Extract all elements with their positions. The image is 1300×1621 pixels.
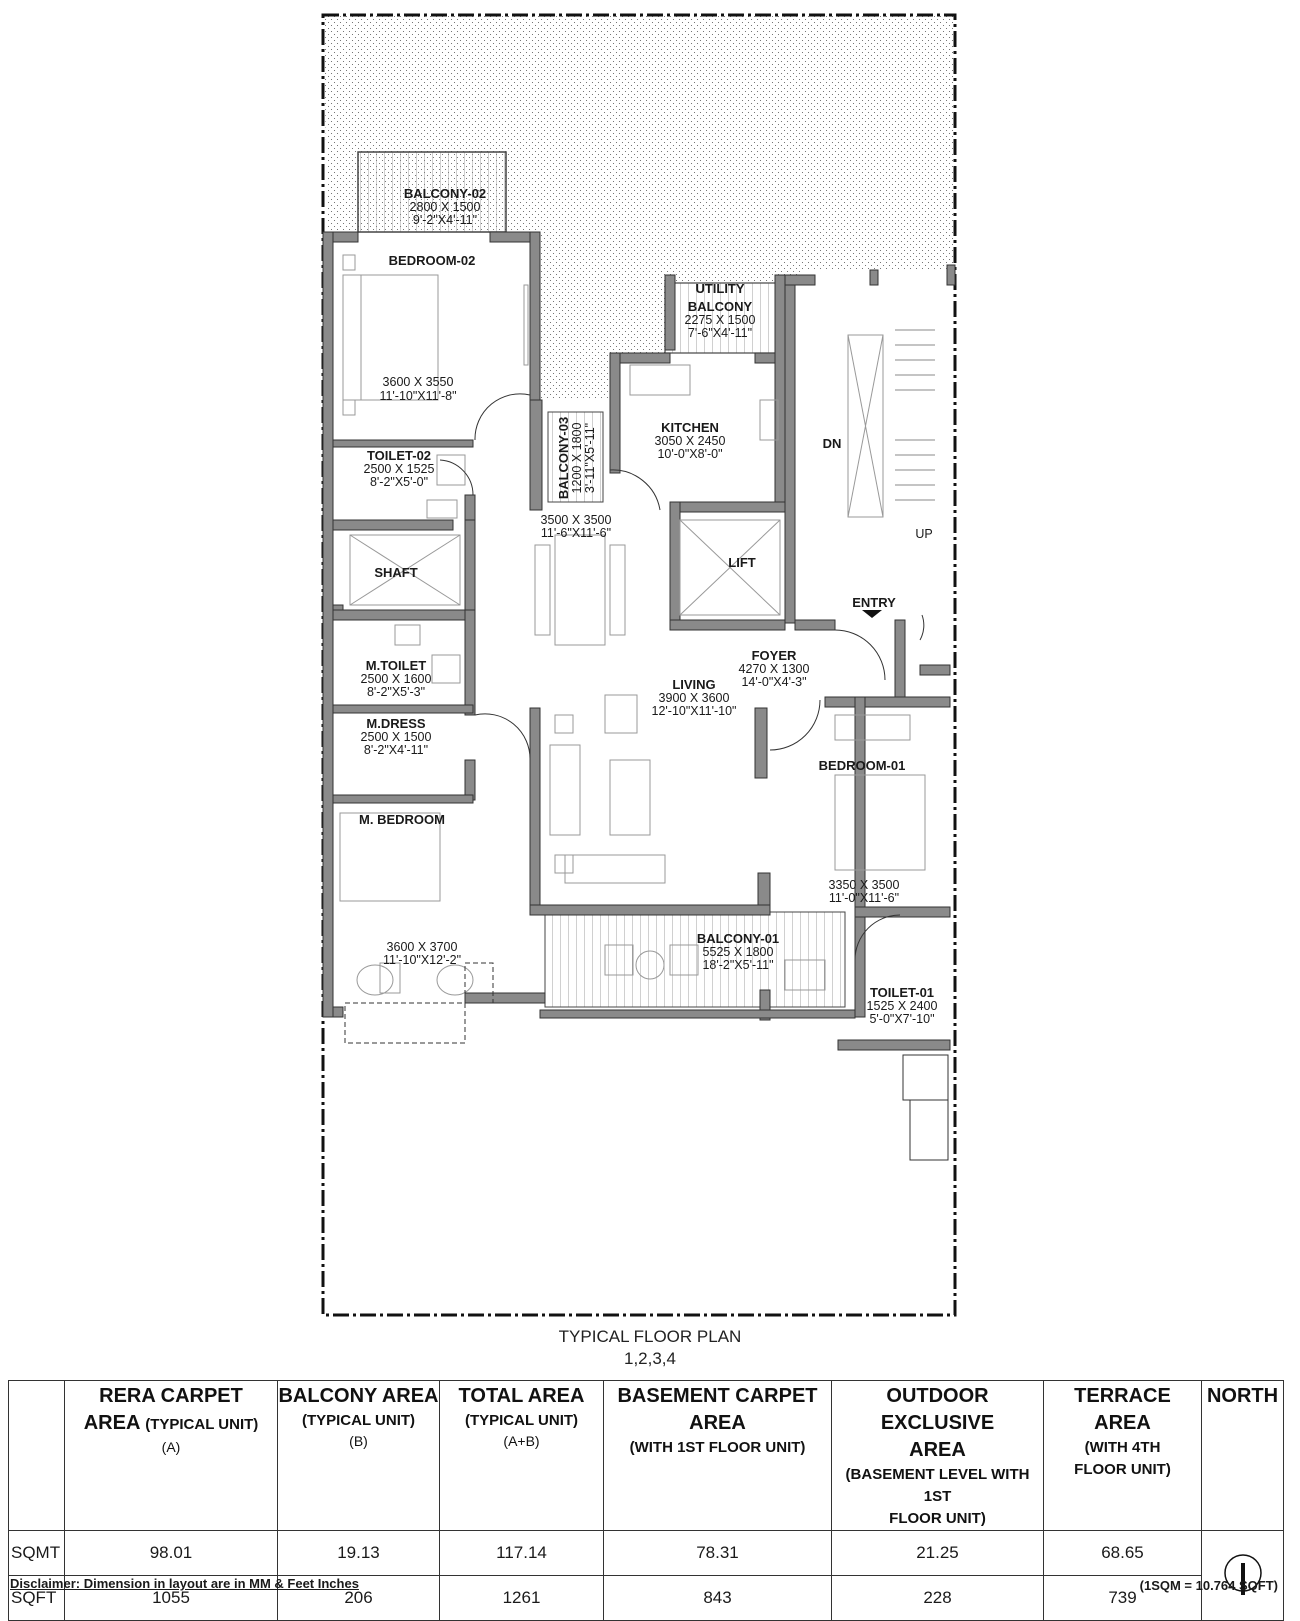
area-table: RERA CARPET AREA (TYPICAL UNIT) (A) BALC…: [8, 1380, 1284, 1621]
plan-title: TYPICAL FLOOR PLAN: [558, 1327, 742, 1346]
row-label-sqmt: SQMT: [8, 1530, 65, 1576]
balcony-03-name: BALCONY-03: [556, 417, 571, 499]
balcony-02-dim-ft: 9'-2"X4'-11": [413, 213, 477, 227]
toilet-02-name: TOILET-02: [367, 448, 431, 463]
foyer-dim-ft: 14'-0"X4'-3": [741, 675, 806, 689]
furniture: [339, 254, 926, 996]
toilet-01-dim-mm: 1525 X 2400: [867, 999, 938, 1013]
toilet-01-dim-ft: 5'-0"X7'-10": [869, 1012, 934, 1026]
col-balcony-area: BALCONY AREA (TYPICAL UNIT) (B): [277, 1380, 440, 1531]
balcony-03-dim-mm: 1200 X 1800: [570, 423, 584, 494]
living-name: LIVING: [672, 677, 715, 692]
utility-name: UTILITY: [695, 281, 744, 296]
foyer-name: FOYER: [752, 648, 797, 663]
col-basement-carpet: BASEMENT CARPET AREA (WITH 1ST FLOOR UNI…: [603, 1380, 832, 1531]
dining-dim-mm: 3500 X 3500: [541, 513, 612, 527]
table-corner: [8, 1380, 65, 1531]
living-dim-ft: 12'-10"X11'-10": [652, 704, 737, 718]
m-dress-dim-mm: 2500 X 1500: [361, 730, 432, 744]
cell-sqmt-terrace: 68.65: [1043, 1530, 1202, 1576]
bedroom-02-dim-ft: 11'-10"X11'-8": [379, 389, 456, 403]
dining-dim-ft: 11'-6"X11'-6": [541, 526, 611, 540]
kitchen-dim-ft: 10'-0"X8'-0": [657, 447, 722, 461]
north-arrow-icon: [1223, 1554, 1262, 1595]
external-steps: [902, 1054, 949, 1161]
floor-plan: BALCONY-02 2800 X 1500 9'-2"X4'-11" BEDR…: [321, 13, 957, 1317]
balcony-01-name: BALCONY-01: [697, 931, 779, 946]
entry-arrow-icon: [862, 610, 882, 618]
unit-conversion: (1SQM = 10.764 SQFT): [1139, 1578, 1278, 1593]
m-dress-name: M.DRESS: [366, 716, 426, 731]
m-bedroom-dim-mm: 3600 X 3700: [387, 940, 458, 954]
disclaimer: Disclaimer: Dimension in layout are in M…: [10, 1576, 359, 1591]
cell-sqft-basement: 843: [603, 1575, 832, 1621]
stair-dn-label: DN: [823, 436, 842, 451]
balcony-02-name: BALCONY-02: [404, 186, 486, 201]
balcony-03-dim-ft: 3'-11"X5'-11": [583, 423, 597, 493]
utility-dim-ft: 7'-6"X4'-11": [688, 326, 752, 340]
foyer-dim-mm: 4270 X 1300: [739, 662, 810, 676]
cell-sqft-total: 1261: [439, 1575, 604, 1621]
toilet-02-dim-ft: 8'-2"X5'-0": [370, 475, 428, 489]
balcony-02-dim-mm: 2800 X 1500: [410, 200, 481, 214]
living-dim-mm: 3900 X 3600: [659, 691, 730, 705]
bedroom-01-name: BEDROOM-01: [819, 758, 906, 773]
walls: [322, 231, 956, 1051]
plan-floors: 1,2,3,4: [624, 1349, 676, 1368]
kitchen-dim-mm: 3050 X 2450: [655, 434, 726, 448]
col-north: NORTH: [1201, 1380, 1284, 1531]
cell-sqmt-rera: 98.01: [64, 1530, 278, 1576]
balcony-01-dim-ft: 18'-2"X5'-11": [702, 958, 773, 972]
terrace-area: [323, 15, 955, 400]
col-terrace-area: TERRACE AREA (WITH 4TH FLOOR UNIT): [1043, 1380, 1202, 1531]
bedroom-02-name: BEDROOM-02: [389, 253, 476, 268]
m-dress-dim-ft: 8'-2"X4'-11": [364, 743, 428, 757]
bedroom-01-dim-mm: 3350 X 3500: [829, 878, 900, 892]
cell-sqmt-balcony: 19.13: [277, 1530, 440, 1576]
utility-dim-mm: 2275 X 1500: [685, 313, 756, 327]
cell-sqmt-basement: 78.31: [603, 1530, 832, 1576]
bedroom-02-dim-mm: 3600 X 3550: [383, 375, 454, 389]
m-bedroom-name: M. BEDROOM: [359, 812, 445, 827]
stair: [895, 329, 935, 501]
stair-up-label: UP: [915, 527, 932, 541]
door-swings: [344, 393, 925, 1044]
bedroom-01-dim-ft: 11'-0"X11'-6": [829, 891, 899, 905]
cell-sqmt-total: 117.14: [439, 1530, 604, 1576]
col-outdoor-exclusive: OUTDOOR EXCLUSIVE AREA (BASEMENT LEVEL W…: [831, 1380, 1044, 1531]
lift-name: LIFT: [728, 555, 755, 570]
balcony-01-dim-mm: 5525 X 1800: [703, 945, 774, 959]
north-compass: [1201, 1530, 1284, 1621]
entry-label: ENTRY: [852, 595, 896, 610]
m-toilet-dim-mm: 2500 X 1600: [361, 672, 432, 686]
toilet-01-name: TOILET-01: [870, 985, 934, 1000]
col-rera-carpet: RERA CARPET AREA (TYPICAL UNIT) (A): [64, 1380, 278, 1531]
shaft-name: SHAFT: [374, 565, 417, 580]
room-labels: BALCONY-02 2800 X 1500 9'-2"X4'-11" BEDR…: [359, 186, 937, 1026]
m-bedroom-dim-ft: 11'-10"X12'-2": [383, 953, 461, 967]
kitchen-name: KITCHEN: [661, 420, 719, 435]
col-total-area: TOTAL AREA (TYPICAL UNIT) (A+B): [439, 1380, 604, 1531]
m-toilet-dim-ft: 8'-2"X5'-3": [367, 685, 425, 699]
m-toilet-name: M.TOILET: [366, 658, 426, 673]
toilet-02-dim-mm: 2500 X 1525: [364, 462, 435, 476]
utility-name-2: BALCONY: [688, 299, 753, 314]
cell-sqmt-outdoor: 21.25: [831, 1530, 1044, 1576]
cell-sqft-outdoor: 228: [831, 1575, 1044, 1621]
